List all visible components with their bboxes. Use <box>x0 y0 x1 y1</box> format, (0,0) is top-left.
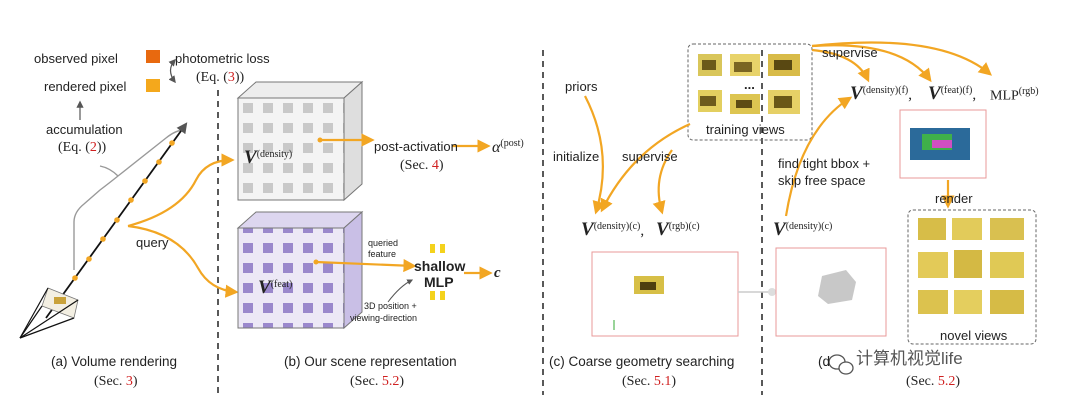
caption-d-ref: (Sec. 5.2) <box>906 374 961 389</box>
photometric-loss-label: photometric loss <box>175 51 270 66</box>
initialize-label: initialize <box>553 149 600 164</box>
caption-b: (b) Our scene representation <box>284 354 457 369</box>
density-voxel-grid <box>236 80 364 202</box>
feat-voxel-grid <box>236 210 364 330</box>
connector-dot <box>768 288 776 296</box>
observed-pixel-label: observed pixel <box>34 51 118 66</box>
caption-d-partial: (d <box>818 354 831 369</box>
v-rgb-c-symbol: V(rgb)(c) <box>656 219 700 240</box>
ray-sample <box>128 197 134 203</box>
accumulation-label: accumulation <box>46 122 123 137</box>
v-density-symbol: V(density) <box>244 147 293 168</box>
fine-bbox <box>775 247 887 337</box>
fine-voxel-render <box>899 109 987 179</box>
queried-label-2: feature <box>368 249 397 259</box>
v-density-f-symbol: V(density)(f), <box>850 83 912 104</box>
rendered-pixel-label: rendered pixel <box>44 79 127 94</box>
position-label-1: 3D position + <box>364 301 417 311</box>
caption-a-ref: (Sec. 3) <box>94 374 138 389</box>
coarse-model-thumbnail <box>634 276 664 294</box>
alpha-post-symbol: α(post) <box>492 138 524 156</box>
caption-c: (c) Coarse geometry searching <box>549 354 735 369</box>
color-c-symbol: c <box>494 265 501 281</box>
caption-c-ref: (Sec. 5.1) <box>622 374 677 389</box>
coarse-bbox <box>591 251 739 337</box>
caption-a: (a) Volume rendering <box>51 354 178 369</box>
photometric-loss-arrow <box>168 58 176 84</box>
observed-pixel-swatch <box>146 50 160 63</box>
free-space-shape <box>818 270 856 304</box>
v-feat-symbol: V(feat) <box>258 277 293 298</box>
mlp-rgb-symbol: MLP(rgb) <box>990 86 1039 104</box>
training-views-label: training views <box>706 122 785 137</box>
render-label: render <box>935 191 973 206</box>
ray-sample <box>142 178 148 184</box>
ray-sample <box>72 275 78 281</box>
training-view-thumbnails <box>698 54 800 114</box>
supervise-arrow-2 <box>811 41 993 76</box>
post-activation-label: post-activation <box>374 139 458 154</box>
ray-sample <box>100 236 106 242</box>
position-to-mlp-arrow <box>387 279 414 303</box>
thumbnail-ellipsis: ... <box>744 77 755 92</box>
novel-view-thumbnails <box>918 218 1024 314</box>
novel-views-label: novel views <box>940 328 1008 343</box>
v-feat-f-symbol: V(feat)(f), <box>928 83 977 104</box>
query-arrow-feat <box>127 224 239 298</box>
ray-sample <box>169 140 175 146</box>
ray-sample <box>114 217 120 223</box>
ray-sample <box>156 159 162 165</box>
mlp-layers-icon <box>430 244 445 300</box>
feat-to-mlp-arrow <box>315 258 417 273</box>
wechat-icon <box>828 354 854 375</box>
novel-views-box <box>907 209 1037 345</box>
training-to-vdensity-arrow <box>600 122 691 213</box>
query-arrow-density <box>127 153 235 228</box>
post-activation-ref: (Sec. 4) <box>400 158 444 173</box>
skip-space-label: skip free space <box>778 173 866 188</box>
accumulation-brace <box>73 129 185 270</box>
fine-init-arrow <box>784 96 853 217</box>
v-density-c-symbol: V(density)(c), <box>581 219 645 240</box>
camera-icon <box>19 287 79 339</box>
watermark-text: 计算机视觉life <box>856 349 963 368</box>
training-views-box <box>687 43 813 141</box>
query-label: query <box>136 235 169 250</box>
training-to-vrgb-arrow <box>652 149 673 215</box>
mlp-label: MLP <box>424 274 454 290</box>
queried-label-1: queried <box>368 238 399 248</box>
accumulation-ref: (Eq. (2)) <box>58 140 107 155</box>
supervise-label-c: supervise <box>622 149 678 164</box>
priors-arrow <box>584 95 606 215</box>
ray-sample <box>86 256 92 262</box>
caption-b-ref: (Sec. 5.2) <box>350 374 405 389</box>
shallow-label: shallow <box>414 258 466 274</box>
v-density-c-fine-symbol: V(density)(c) <box>773 219 833 240</box>
supervise-arrow-3 <box>811 48 870 83</box>
rendered-pixel-swatch <box>146 79 160 92</box>
photometric-loss-ref: (Eq. (3)) <box>196 70 245 85</box>
position-label-2: viewing-direction <box>350 313 418 323</box>
supervise-label-d: supervise <box>822 45 878 60</box>
priors-label: priors <box>565 79 598 94</box>
find-bbox-label: find tight bbox + <box>778 156 871 171</box>
